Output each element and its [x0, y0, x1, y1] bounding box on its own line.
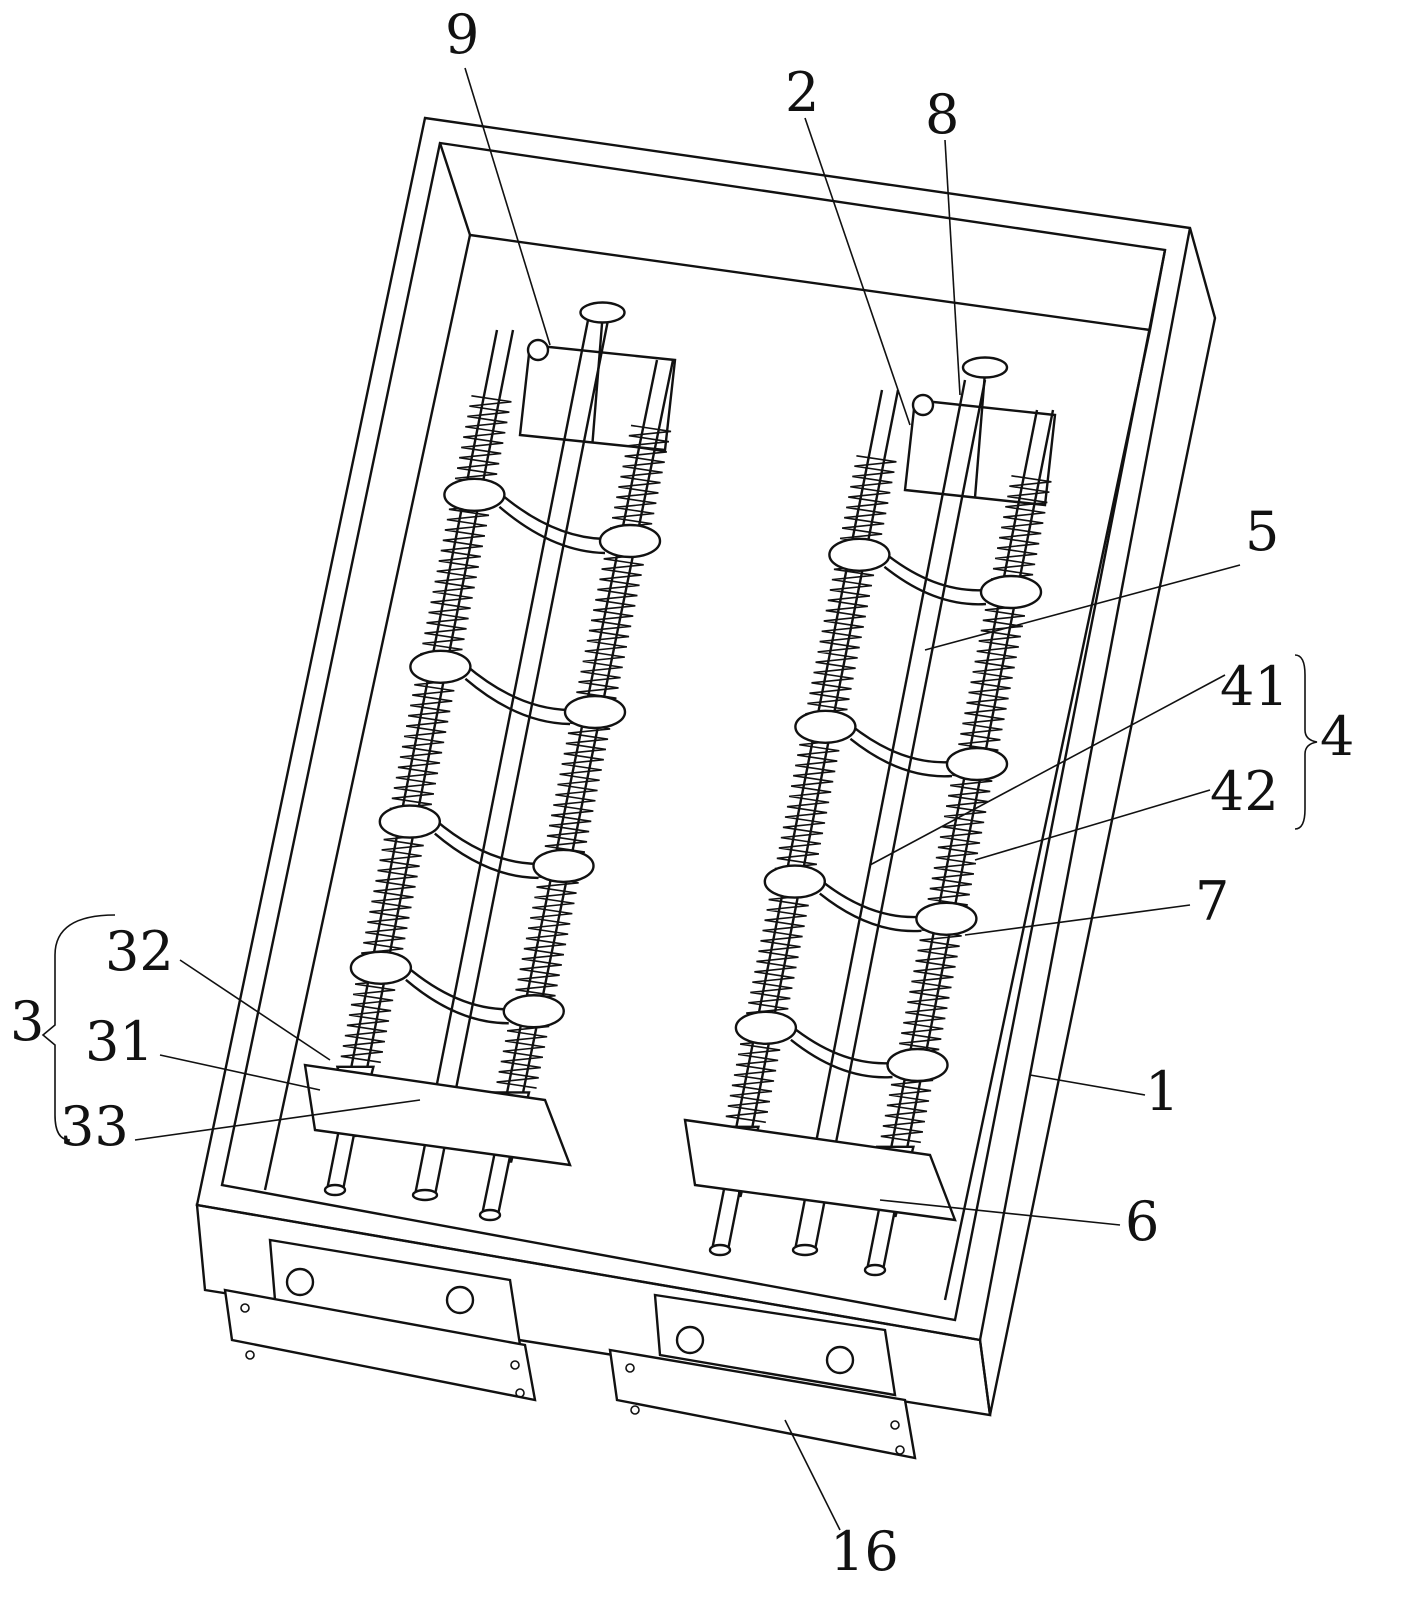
ring — [410, 651, 470, 683]
handwheel — [581, 303, 625, 323]
ring — [765, 866, 825, 898]
label-8: 8 — [925, 88, 959, 142]
label-4: 4 — [1320, 710, 1354, 764]
ring — [380, 806, 440, 838]
label-16: 16 — [830, 1525, 899, 1579]
box-housing — [197, 118, 1215, 1415]
label-3: 3 — [10, 995, 44, 1049]
ring — [888, 1049, 948, 1081]
rod-end — [865, 1265, 885, 1275]
label-31: 31 — [85, 1015, 154, 1069]
ring — [795, 711, 855, 743]
label-32: 32 — [105, 925, 174, 979]
ring — [829, 539, 889, 571]
label-6: 6 — [1125, 1195, 1159, 1249]
rod-end — [710, 1245, 730, 1255]
label-42: 42 — [1210, 765, 1279, 819]
label-41: 41 — [1220, 660, 1289, 714]
rod-end — [325, 1185, 345, 1195]
ring — [534, 850, 594, 882]
ring — [504, 995, 564, 1027]
label-7: 7 — [1195, 875, 1229, 929]
rod-end — [480, 1210, 500, 1220]
label-5: 5 — [1245, 505, 1279, 559]
handwheel — [963, 358, 1007, 378]
ring — [444, 479, 504, 511]
mounting-plate-left — [225, 1240, 535, 1400]
ring — [981, 576, 1041, 608]
label-2: 2 — [785, 66, 819, 120]
ring — [565, 696, 625, 728]
knob — [913, 395, 933, 415]
rod-end — [793, 1245, 817, 1255]
ring — [947, 748, 1007, 780]
rod-end — [413, 1190, 437, 1200]
ring — [736, 1012, 796, 1044]
ring — [351, 952, 411, 984]
knob — [528, 340, 548, 360]
ring — [916, 903, 976, 935]
ring — [600, 525, 660, 557]
label-33: 33 — [60, 1100, 129, 1154]
label-9: 9 — [445, 8, 479, 62]
label-1: 1 — [1145, 1065, 1179, 1119]
